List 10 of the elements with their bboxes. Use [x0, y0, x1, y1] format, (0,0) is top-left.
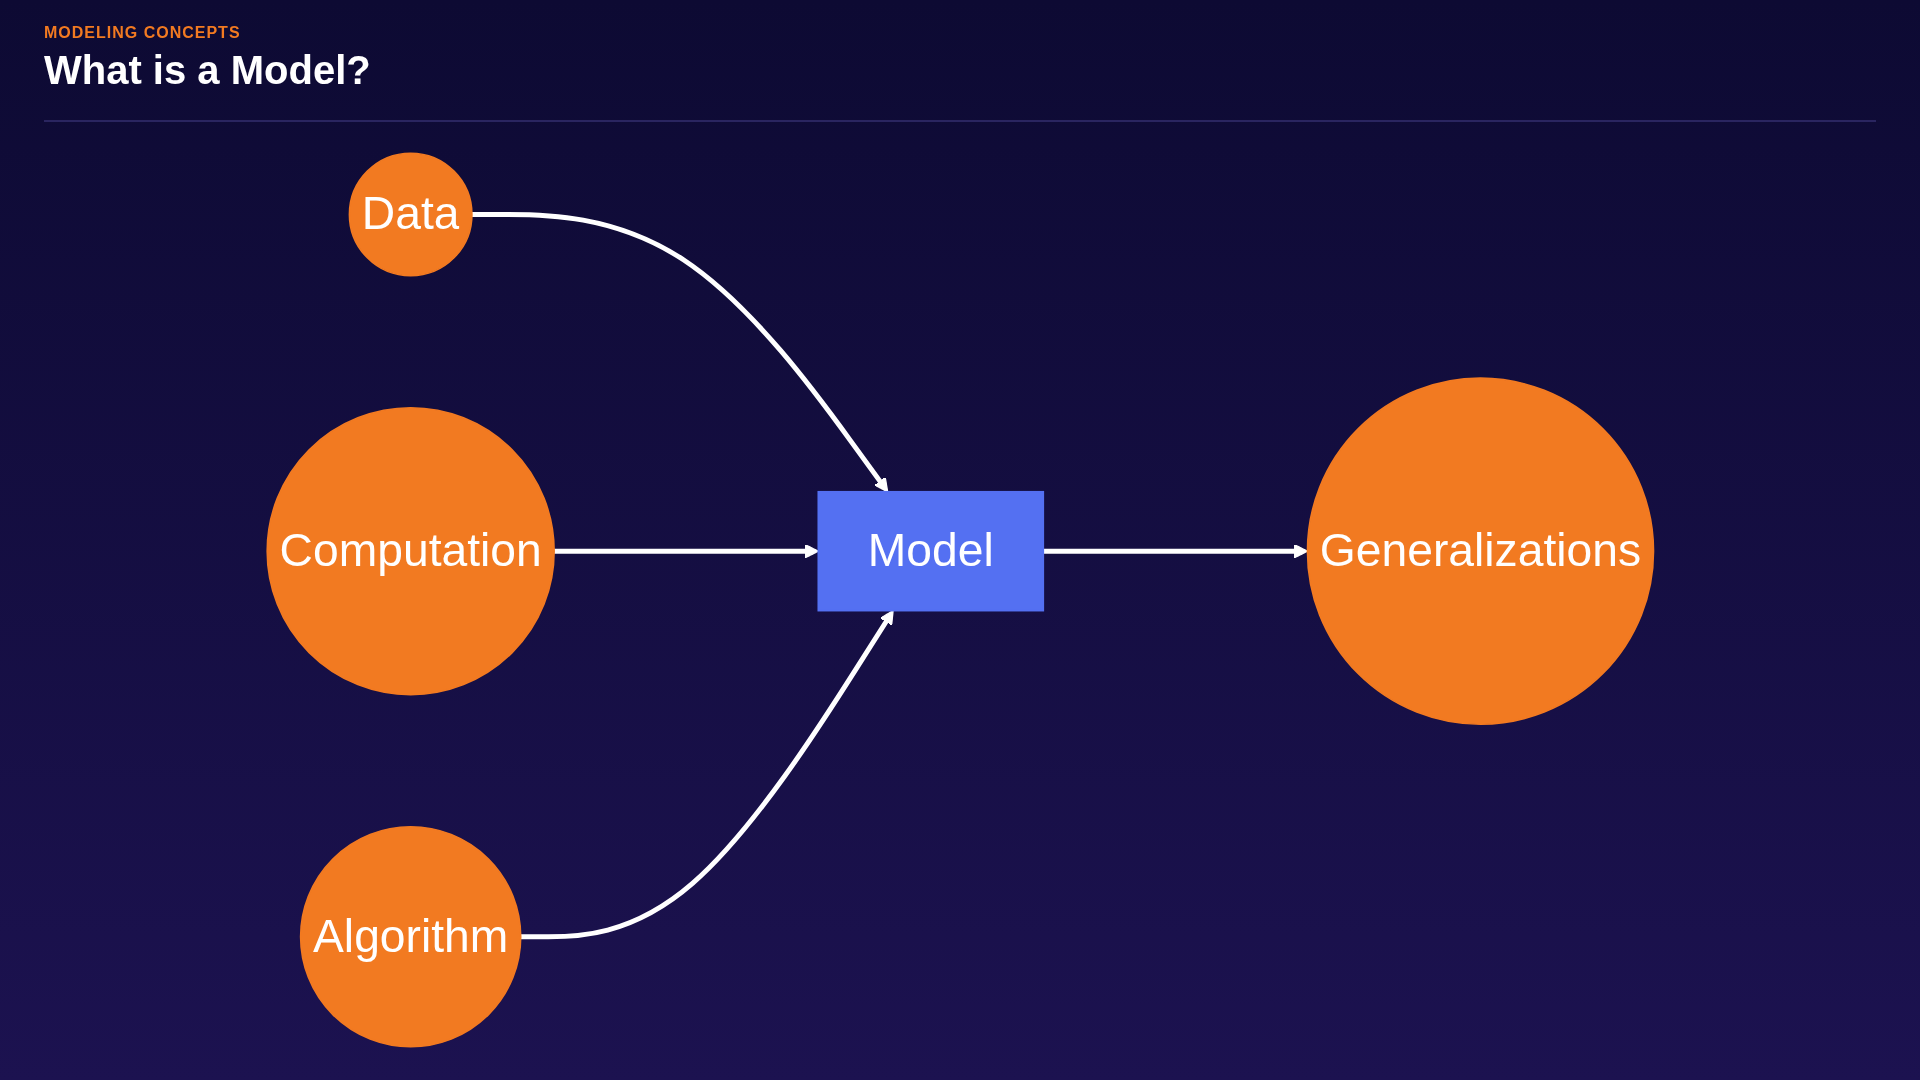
node-circle: Generalizations — [1306, 377, 1654, 726]
arrow — [520, 610, 894, 940]
node-box: Model — [817, 490, 1044, 612]
arrow — [471, 211, 888, 493]
node-circle: Algorithm — [299, 825, 522, 1048]
arrow — [1042, 543, 1308, 559]
node-circle: Data — [348, 152, 473, 277]
slide-title: What is a Model? — [44, 48, 371, 93]
section-label: MODELING CONCEPTS — [44, 24, 241, 42]
node-circle: Computation — [266, 406, 555, 696]
